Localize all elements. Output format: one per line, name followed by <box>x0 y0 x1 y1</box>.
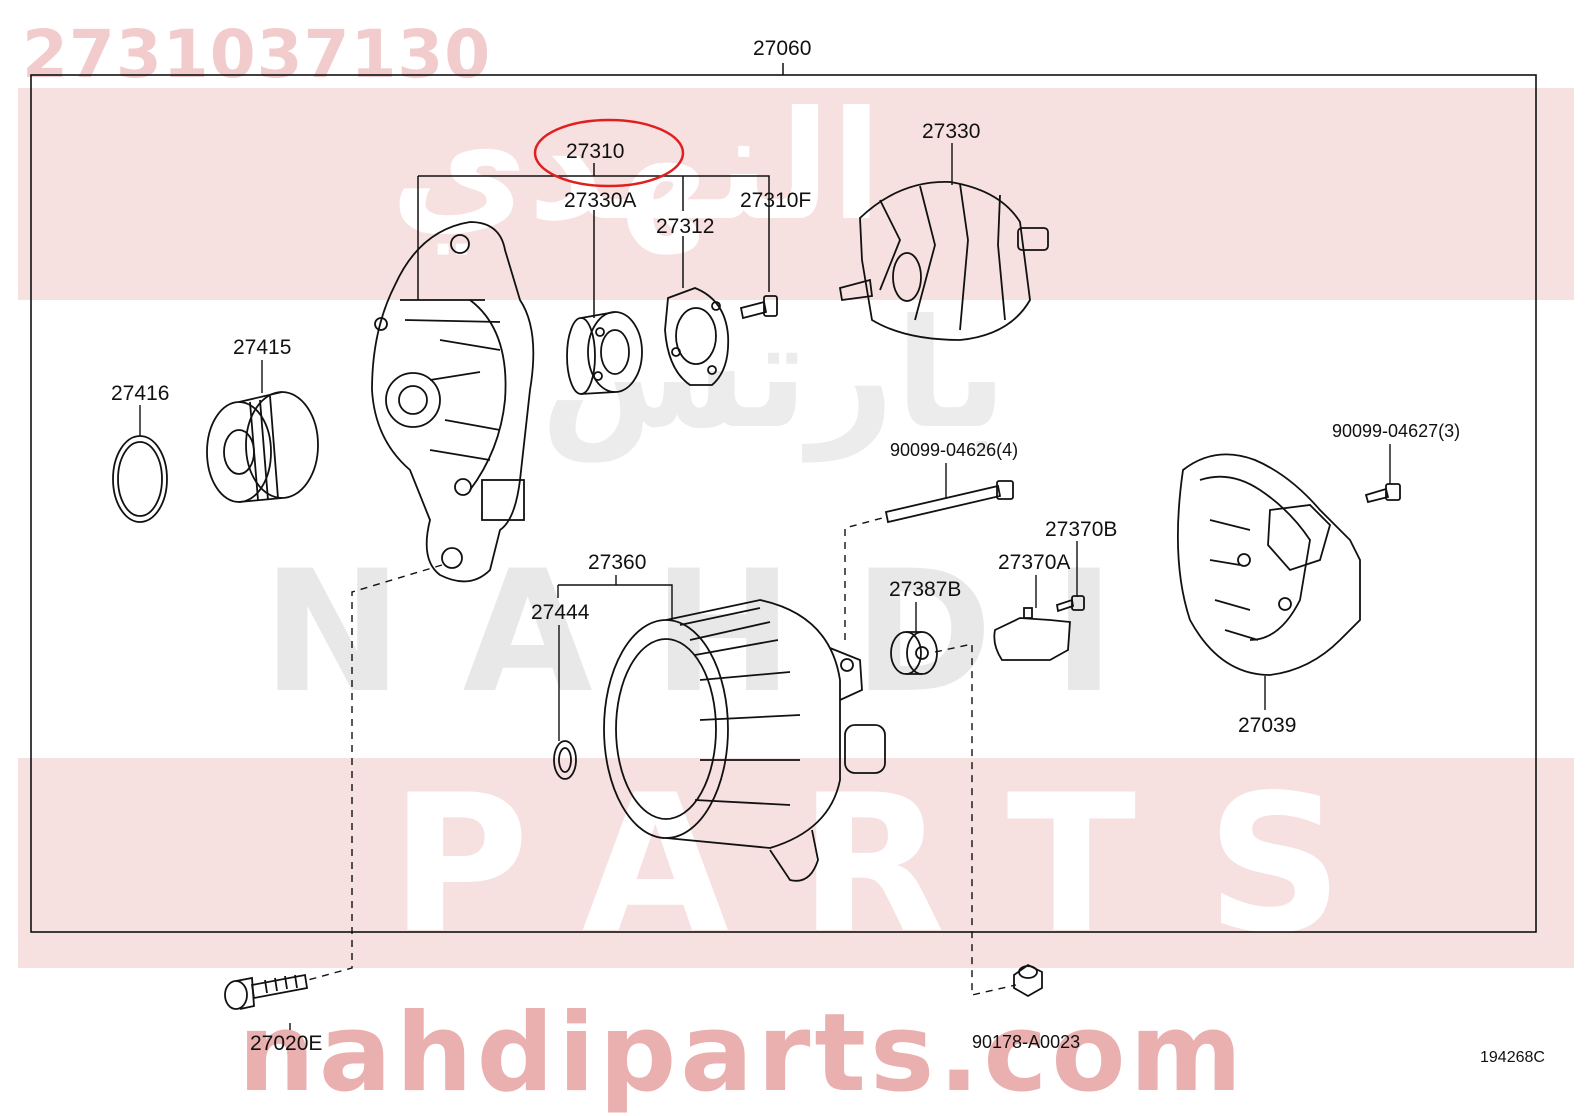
rear-cover-drawing <box>1176 453 1361 676</box>
dashed-alignment-lines <box>307 516 1017 996</box>
label-27370A: 27370A <box>998 551 1071 574</box>
label-27330A: 27330A <box>564 189 637 212</box>
watermark-band-top <box>18 88 1574 300</box>
pulley-drawing <box>206 391 319 503</box>
label-27415: 27415 <box>233 336 292 359</box>
bushing-drawing <box>890 631 938 675</box>
label-27330: 27330 <box>922 120 981 143</box>
brush-holder-drawing <box>993 607 1071 661</box>
stator-housing-drawing <box>603 599 886 882</box>
label-27060: 27060 <box>753 37 812 60</box>
screw-90099-04627-drawing <box>1364 483 1401 504</box>
label-27416: 27416 <box>111 382 170 405</box>
watermark-url: nahdiparts.com <box>238 991 1247 1116</box>
washer-27444-drawing <box>553 740 577 780</box>
highlight-ellipse <box>533 118 685 188</box>
drive-end-frame-drawing <box>371 221 535 583</box>
retainer-plate-drawing <box>664 287 730 386</box>
label-27444: 27444 <box>531 601 590 624</box>
label-27310: 27310 <box>566 140 625 163</box>
label-27387B: 27387B <box>889 578 962 601</box>
watermark-parts: PARTS <box>390 754 1414 975</box>
label-27312: 27312 <box>656 215 715 238</box>
screw-27370b-drawing <box>1055 595 1085 613</box>
label-90178-A0023: 90178-A0023 <box>972 1032 1081 1052</box>
label-27310F: 27310F <box>740 189 812 212</box>
bearing-drawing <box>566 311 643 395</box>
label-90099-04627: 90099-04627(3) <box>1332 421 1461 441</box>
watermark-arabic-mid: بارتس <box>540 288 1008 462</box>
through-bolt-drawing <box>884 480 1014 524</box>
label-90099-04626: 90099-04626(4) <box>890 440 1019 460</box>
label-27360: 27360 <box>588 551 647 574</box>
watermark-part-number: 2731037130 <box>22 16 492 93</box>
label-27020E: 27020E <box>250 1032 323 1055</box>
nut-drawing <box>1013 963 1043 998</box>
rotor-drawing <box>838 181 1049 341</box>
leader-lines <box>139 143 1391 1030</box>
screw-27310f-drawing <box>739 295 778 320</box>
label-27039: 27039 <box>1238 714 1297 737</box>
label-27370B: 27370B <box>1045 518 1118 541</box>
bolt-27020e-drawing <box>224 973 309 1010</box>
diagram-code: 194268C <box>1480 1049 1545 1066</box>
watermark-arabic-top: النهدي <box>390 80 883 254</box>
watermark-band-bottom <box>18 758 1574 968</box>
seal-ring-drawing <box>112 435 168 523</box>
